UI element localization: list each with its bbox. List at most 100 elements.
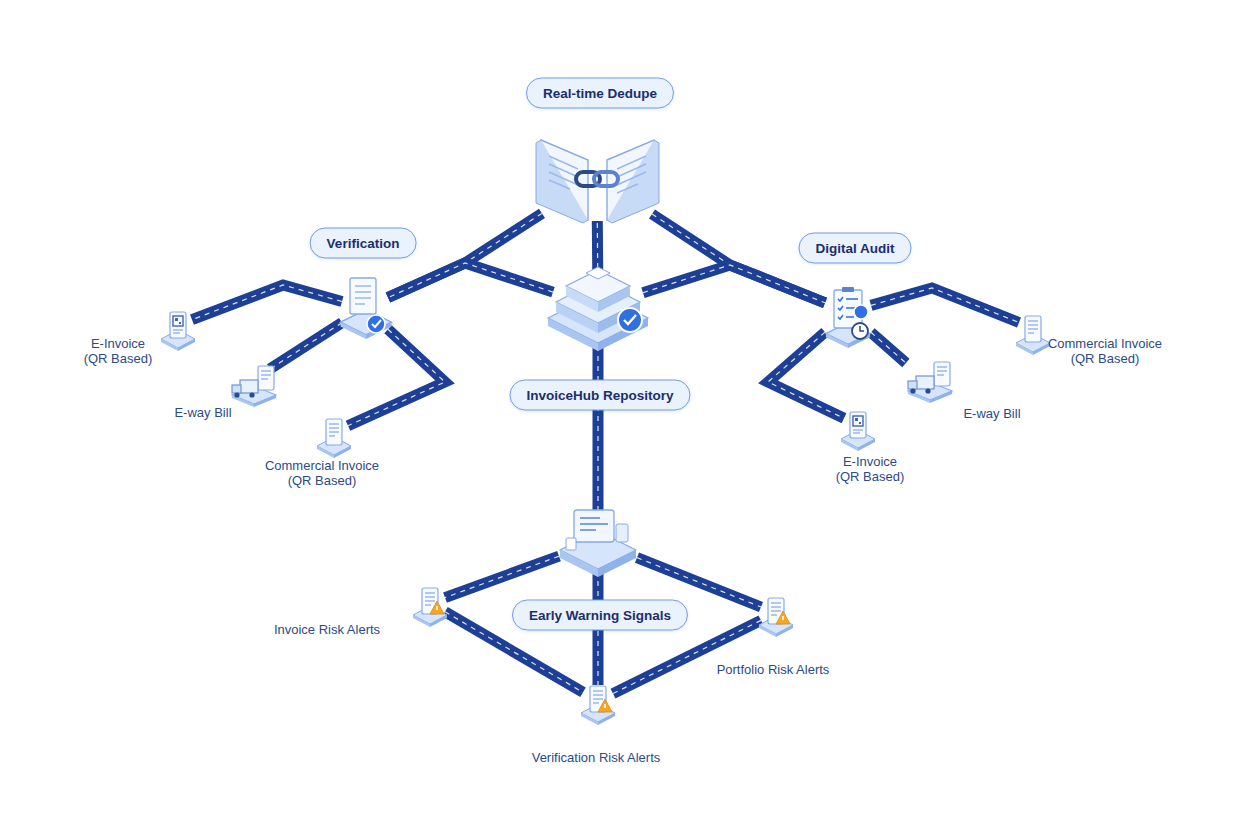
item-node: E-Invoice (QR Based) (164, 308, 192, 342)
road-body (871, 332, 906, 363)
road-body (348, 329, 445, 425)
item-node: Commercial Invoice (QR Based) (1019, 311, 1047, 345)
section-pill: Early Warning Signals (512, 600, 688, 631)
hub-node: Verification (342, 285, 388, 331)
document-lines (617, 156, 646, 193)
road-body (192, 285, 342, 320)
check-badge (618, 308, 642, 332)
alert-icon (413, 588, 447, 627)
top-cube (586, 267, 610, 279)
road-centerline (597, 336, 598, 513)
item-node: Invoice Risk Alerts (415, 587, 445, 619)
screen-lines (580, 518, 608, 530)
road-centerline (871, 332, 906, 363)
road-body (270, 323, 342, 369)
item-label: Commercial Invoice (QR Based) (257, 459, 387, 489)
road-connector (192, 285, 342, 320)
item-label: Commercial Invoice (QR Based) (1040, 337, 1170, 367)
road-connector (871, 288, 1019, 323)
road-body (613, 620, 761, 693)
section-pill: Real-time Dedupe (526, 78, 674, 109)
road-connector (768, 332, 844, 418)
section-pill: Verification (310, 228, 417, 259)
road-body (388, 263, 553, 298)
check-mark (624, 315, 636, 324)
section-pill: Digital Audit (799, 233, 912, 264)
item-label: E-Invoice (QR Based) (78, 337, 158, 367)
qr-invoice-icon (841, 412, 875, 451)
road-connector (871, 332, 906, 363)
item-label: E-Invoice (QR Based) (830, 455, 910, 485)
hub-node: InvoiceHub Repository (553, 278, 643, 336)
invoice-icon (317, 419, 351, 458)
road-body (871, 288, 1019, 323)
document-edge (607, 140, 659, 223)
document-edge (536, 140, 588, 223)
item-node: E-way Bill (902, 363, 946, 395)
road-connector (613, 620, 761, 693)
road-centerline (768, 332, 844, 418)
item-node: Portfolio Risk Alerts (761, 597, 791, 629)
road-connector (598, 336, 599, 513)
road-connector (270, 323, 342, 369)
road-centerline (388, 263, 553, 298)
check-badge (367, 315, 385, 333)
repository-icon (548, 267, 648, 351)
road-centerline (445, 556, 559, 597)
truck-icon (908, 362, 952, 403)
road-centerline (613, 620, 761, 693)
road-connector (445, 556, 559, 597)
alert-icon (581, 686, 615, 725)
item-node: Verification Risk Alerts (583, 685, 613, 717)
item-node: Commercial Invoice (QR Based) (320, 415, 348, 449)
road-body (593, 336, 604, 513)
truck-icon (232, 366, 276, 407)
warning-hub-icon (560, 510, 636, 577)
item-label: E-way Bill (158, 406, 248, 421)
receipt (566, 538, 576, 550)
road-centerline (192, 285, 342, 320)
terminal-side (598, 550, 636, 577)
chain-link (594, 172, 618, 186)
clipboard-clip (842, 287, 854, 292)
road-body (445, 556, 559, 597)
invoice-icon (1016, 316, 1050, 355)
document-lines (355, 286, 371, 304)
clock (852, 323, 868, 339)
road-connector (348, 329, 445, 425)
item-label: Portfolio Risk Alerts (688, 663, 858, 678)
document-lines (549, 156, 578, 189)
road-centerline (348, 329, 445, 425)
audit-icon (826, 287, 870, 348)
road-body (768, 332, 844, 418)
check-mark (372, 320, 381, 327)
keypad (616, 524, 628, 542)
hub-node: Digital Audit (825, 289, 871, 335)
road-centerline (643, 265, 825, 303)
item-label: E-way Bill (947, 407, 1037, 422)
terminal-screen (574, 510, 614, 542)
hub-node: Early Warning Signals (559, 513, 637, 571)
road-centerline (871, 288, 1019, 323)
dedupe-icon (536, 140, 659, 223)
section-pill: InvoiceHub Repository (509, 380, 690, 411)
qr-invoice-icon (161, 312, 195, 351)
item-label: Invoice Risk Alerts (252, 623, 402, 638)
check-badge (854, 305, 868, 319)
road-body (643, 265, 825, 303)
hub-node: Real-time Dedupe (542, 135, 652, 221)
slab-side (566, 286, 598, 312)
road-connector (388, 263, 553, 298)
item-node: E-Invoice (QR Based) (844, 408, 872, 442)
road-connector (643, 265, 825, 303)
verification-icon (341, 278, 392, 339)
item-node: E-way Bill (226, 367, 270, 399)
document-sheet (350, 278, 376, 314)
alert-icon (759, 598, 793, 637)
road-centerline (270, 323, 342, 369)
clock-hands (860, 326, 864, 331)
terminal-side (560, 550, 598, 577)
item-label: Verification Risk Alerts (501, 751, 691, 766)
